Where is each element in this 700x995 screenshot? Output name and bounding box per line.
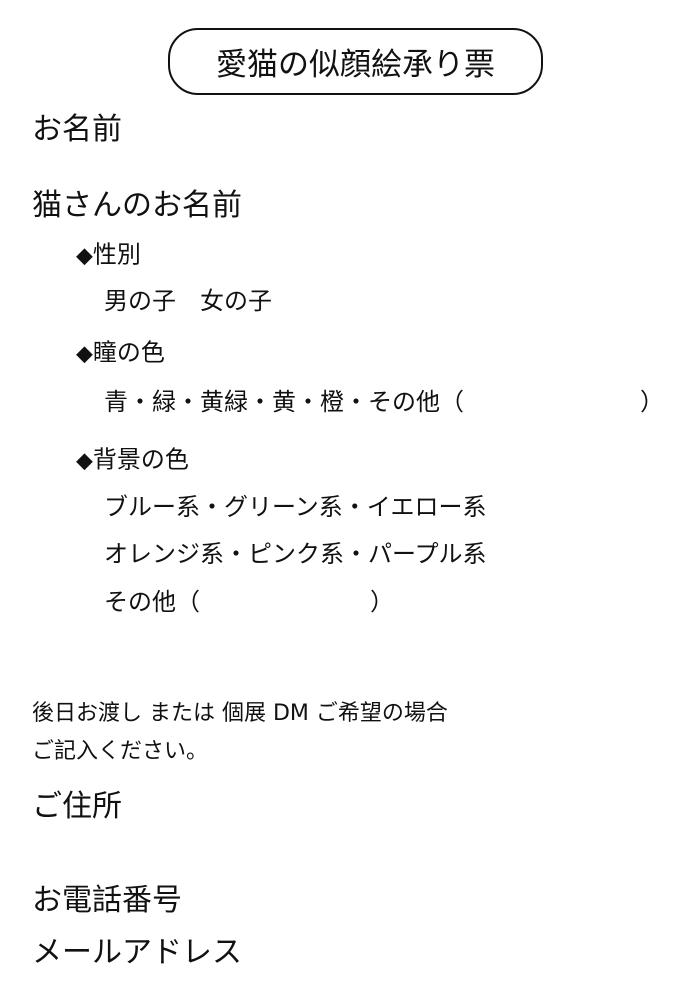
background-close-paren: ） (370, 588, 394, 616)
form-title: 愛猫の似顔絵承り票 (168, 28, 543, 95)
background-label: 背景の色 (92, 445, 189, 474)
address-label: ご住所 (32, 789, 122, 824)
eye-color-heading: ◆瞳の色 (76, 341, 165, 366)
note-line-1: 後日お渡し または 個展 DM ご希望の場合 (32, 701, 448, 726)
background-other: その他（ (104, 588, 200, 616)
phone-label: お電話番号 (32, 883, 182, 918)
note-line-2: ご記入ください。 (32, 739, 209, 764)
name-label: お名前 (32, 112, 122, 147)
background-options-1: ブルー系・グリーン系・イエロー系 (104, 493, 487, 521)
eye-color-label: 瞳の色 (92, 338, 165, 367)
eye-color-close-paren: ） (640, 388, 664, 416)
diamond-icon: ◆ (76, 243, 93, 269)
cat-name-label: 猫さんのお名前 (32, 188, 242, 223)
eye-color-options: 青・緑・黄緑・黄・橙・その他（ (104, 388, 464, 416)
background-options-2: オレンジ系・ピンク系・パープル系 (104, 540, 487, 568)
diamond-icon: ◆ (76, 341, 93, 367)
diamond-icon: ◆ (76, 448, 93, 474)
gender-options: 男の子 女の子 (104, 287, 272, 315)
background-heading: ◆背景の色 (76, 448, 189, 473)
gender-label: 性別 (92, 240, 141, 269)
gender-heading: ◆性別 (76, 243, 141, 268)
email-label: メールアドレス (32, 935, 242, 970)
form-title-text: 愛猫の似顔絵承り票 (216, 47, 495, 83)
